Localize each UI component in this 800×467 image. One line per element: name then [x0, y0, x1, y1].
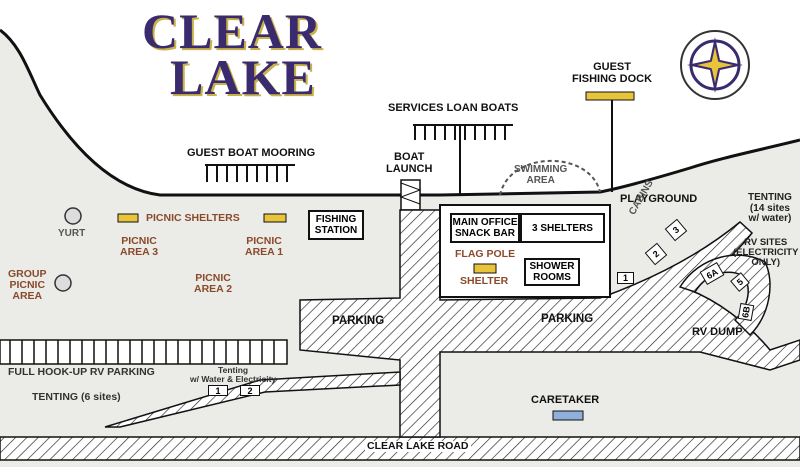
label-tenting-6: TENTING (6 sites) — [32, 391, 121, 403]
loan-boat-slips — [413, 124, 513, 195]
label-yurt: YURT — [58, 228, 86, 239]
label-picnic-area-2: PICNIC AREA 2 — [194, 272, 233, 296]
picnic-shelter-left — [117, 213, 139, 223]
three-shelters: 3 SHELTERS — [520, 213, 605, 243]
main-office-snack-bar: MAIN OFFICE SNACK BAR — [450, 213, 520, 243]
label-guest-fishing-dock: GUEST FISHING DOCK — [572, 61, 653, 85]
label-rv-sites: RV SITES (ELECTRICITY ONLY) — [733, 237, 799, 268]
flag-pole-shelter — [473, 263, 497, 274]
shower-rooms: SHOWER ROOMS — [524, 258, 580, 286]
label-clear-lake-road: CLEAR LAKE ROAD — [365, 440, 471, 453]
label-shelter: SHELTER — [460, 275, 509, 287]
label-flag-pole: FLAG POLE — [455, 248, 516, 260]
label-tenting-water: Tenting w/ Water & Electricity — [190, 365, 277, 384]
boat-mooring-slips — [205, 164, 295, 182]
label-services-loan-boats: SERVICES LOAN BOATS — [388, 102, 519, 114]
label-parking-left: PARKING — [332, 315, 385, 327]
tent-site-2: 2 — [240, 385, 260, 396]
label-guest-boat-mooring: GUEST BOAT MOORING — [187, 147, 316, 159]
lake-water — [0, 0, 800, 195]
swimming-area-rope — [499, 159, 601, 196]
label-parking-right: PARKING — [541, 313, 594, 325]
yurt-marker — [64, 207, 82, 225]
group-picnic-marker — [54, 274, 72, 292]
label-rv-dump: RV DUMP — [692, 326, 743, 338]
fishing-station: FISHING STATION — [308, 210, 364, 240]
label-caretaker: CARETAKER — [531, 394, 600, 406]
label-tenting-14: TENTING (14 sites w/ water) — [748, 192, 792, 224]
label-playground: PLAYGROUND — [620, 193, 698, 205]
shoreline — [0, 28, 800, 197]
map-title-line2: LAKE — [170, 49, 316, 105]
hookup-slots — [9, 340, 275, 364]
rv-site-6b: 6B — [737, 302, 755, 322]
fishing-dock-marker — [585, 91, 635, 101]
cabin-site-1: 1 — [617, 272, 634, 284]
label-full-hookup: FULL HOOK-UP RV PARKING — [8, 366, 155, 378]
tenting-road — [104, 371, 401, 428]
label-picnic-shelters: PICNIC SHELTERS — [146, 212, 240, 224]
label-picnic-area-3: PICNIC AREA 3 — [120, 235, 159, 259]
label-boat-launch: BOAT LAUNCH — [386, 151, 433, 175]
full-hookup-parking — [0, 339, 288, 365]
label-picnic-area-1: PICNIC AREA 1 — [245, 235, 284, 259]
picnic-shelter-right — [263, 213, 287, 223]
tent-site-1: 1 — [208, 385, 228, 396]
label-swimming-area: SWIMMING AREA — [514, 164, 568, 186]
compass-rose-icon — [680, 30, 750, 100]
map-title-line1: CLEAR — [142, 3, 323, 59]
label-group-picnic-area: GROUP PICNIC AREA — [8, 268, 47, 303]
caretaker-building — [552, 410, 584, 421]
